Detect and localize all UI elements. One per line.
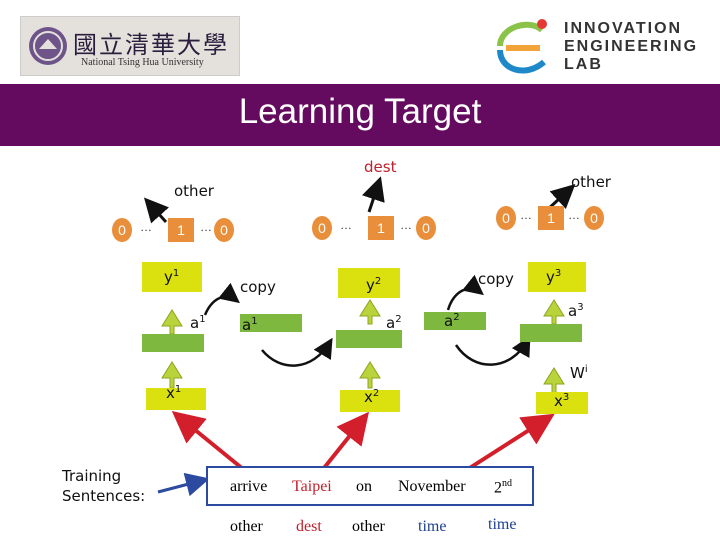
training-label: Training Sentences: — [62, 466, 145, 506]
onehot-vector-1: 0 … 1 … 0 — [112, 218, 234, 242]
blue-arrow — [157, 472, 210, 497]
onehot-dots: … — [340, 218, 352, 232]
copy-arrow-1 — [203, 282, 240, 316]
tsinghua-chinese-name: 國立清華大學 — [73, 31, 229, 59]
onehot-dots: … — [200, 220, 212, 234]
input-box-x1 — [146, 388, 206, 410]
up-arrow-h3 — [543, 299, 565, 325]
tag-dest: dest — [296, 518, 322, 535]
onehot-cell: 0 — [416, 216, 436, 240]
onehot-cell-active: 1 — [538, 206, 564, 230]
input-box-x3 — [536, 392, 588, 414]
output-arrow-2 — [361, 176, 385, 213]
title-bar — [0, 84, 720, 146]
y1-label: y1 — [164, 268, 180, 286]
sentence-word-2nd: 2nd — [494, 478, 512, 497]
onehot-vector-3: 0 … 1 … 0 — [496, 206, 608, 230]
onehot-cell: 0 — [214, 218, 234, 242]
onehot-dots: … — [520, 208, 532, 222]
onehot-dots: … — [140, 220, 152, 234]
onehot-cell: 0 — [312, 216, 332, 240]
output-label-1: other — [174, 182, 214, 200]
a2-copy-label: a2 — [444, 312, 460, 330]
tag-time-2: time — [488, 516, 517, 533]
x1-label: x1 — [166, 384, 182, 402]
y2-label: y2 — [366, 276, 382, 294]
onehot-dots: … — [400, 218, 412, 232]
up-arrow-x3 — [543, 367, 565, 395]
a1-copy-label: a1 — [242, 316, 258, 334]
onehot-cell: 0 — [584, 206, 604, 230]
innovation-lab-line2: ENGINEERING — [564, 38, 699, 55]
x3-label: x3 — [554, 392, 570, 410]
innovation-lab-emblem-icon — [492, 16, 550, 78]
onehot-cell-active: 1 — [168, 218, 194, 242]
onehot-cell: 0 — [112, 218, 132, 242]
a1-label: a1 — [190, 314, 206, 332]
onehot-cell: 0 — [496, 206, 516, 230]
tag-other-2: other — [352, 518, 385, 535]
onehot-vector-2: 0 … 1 … 0 — [312, 216, 436, 240]
sentence-word-taipei: Taipei — [292, 478, 332, 495]
copy-arrow-2 — [446, 274, 484, 311]
training-label-line1: Training — [62, 467, 122, 485]
page-title: Learning Target — [238, 92, 482, 131]
hidden-box-2 — [336, 330, 402, 348]
up-arrow-x2 — [359, 361, 381, 389]
output-box-y3 — [528, 262, 586, 292]
copy-label-1: copy — [240, 278, 276, 296]
tsinghua-logo: 國立清華大學 National Tsing Hua University — [20, 16, 240, 76]
input-box-x2 — [340, 390, 400, 412]
recurrence-arrow-1 — [261, 337, 333, 367]
output-box-y2 — [338, 268, 400, 298]
a3-label: a3 — [568, 302, 584, 320]
memory-box-a2 — [424, 312, 486, 330]
y3-label: y3 — [546, 268, 562, 286]
training-label-line2: Sentences: — [62, 487, 146, 505]
innovation-lab-logo: INNOVATION ENGINEERING LAB — [490, 14, 710, 78]
output-box-y1 — [142, 262, 202, 292]
x2-label: x2 — [364, 388, 380, 406]
sentence-box — [206, 466, 534, 506]
hidden-box-3 — [520, 324, 582, 342]
copy-label-2: copy — [478, 270, 514, 288]
a2-label: a2 — [386, 314, 402, 332]
output-label-3: other — [571, 173, 611, 191]
innovation-lab-line3: LAB — [564, 56, 603, 73]
tsinghua-english-name: National Tsing Hua University — [81, 57, 204, 68]
recurrence-arrow-2 — [454, 335, 531, 366]
tsinghua-emblem-icon — [29, 27, 67, 65]
sentence-word-on: on — [356, 478, 372, 495]
sentence-word-arrive: arrive — [230, 478, 268, 495]
tag-time-1: time — [418, 518, 447, 535]
onehot-cell-active: 1 — [368, 216, 394, 240]
innovation-lab-line1: INNOVATION — [564, 20, 683, 37]
output-arrow-1 — [143, 197, 169, 224]
memory-box-a1 — [240, 314, 302, 332]
sentence-word-november: November — [398, 478, 466, 495]
up-arrow-h2 — [359, 299, 381, 325]
onehot-dots: … — [568, 208, 580, 222]
weight-label: Wi — [570, 364, 588, 382]
hidden-box-1 — [142, 334, 204, 352]
output-label-2: dest — [364, 158, 397, 176]
tag-other-1: other — [230, 518, 263, 535]
up-arrow-h1 — [161, 309, 183, 335]
